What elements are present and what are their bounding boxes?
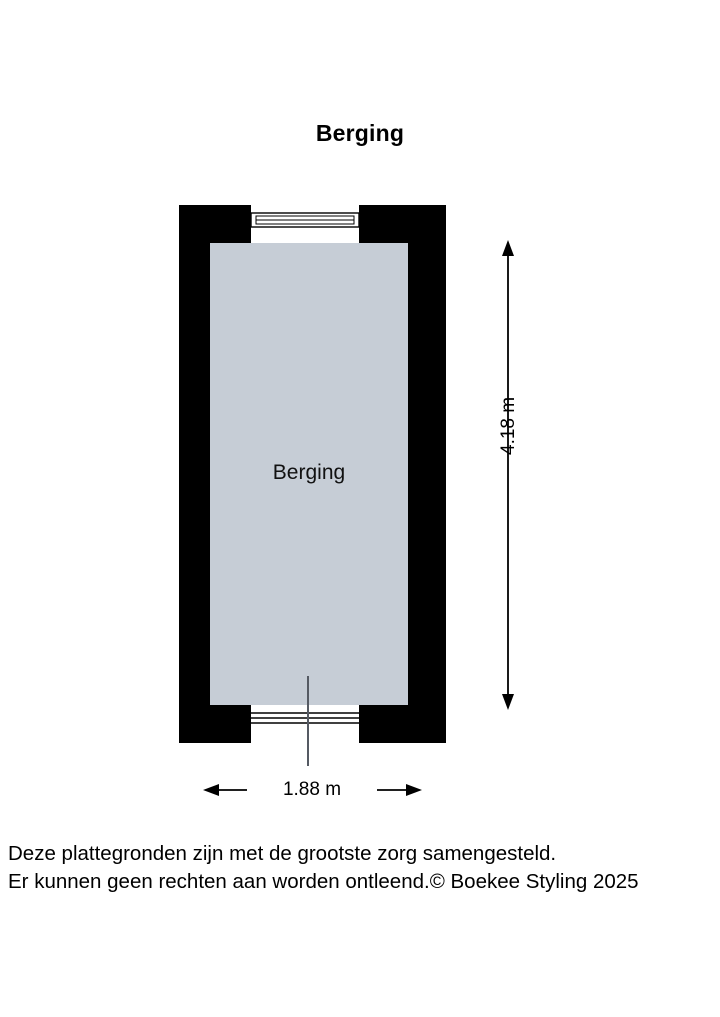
arrow-up-icon — [502, 240, 514, 256]
footer-credit: © Boekee Styling 2025 — [429, 870, 639, 893]
wall-left — [179, 205, 210, 743]
footer-line-2: Er kunnen geen rechten aan worden ontlee… — [8, 868, 714, 896]
room-label-berging: Berging — [272, 461, 346, 484]
arrow-right-icon — [406, 784, 422, 796]
wall-bottom-left — [179, 705, 251, 743]
dimension-vertical — [502, 240, 514, 710]
footer-line-2-text: Er kunnen geen rechten aan worden ontlee… — [8, 870, 430, 893]
top-window — [250, 212, 360, 228]
walls-group — [179, 205, 446, 743]
wall-right — [408, 205, 446, 743]
footer-disclaimer: Deze plattegronden zijn met de grootste … — [8, 840, 714, 896]
room-floor-berging — [210, 243, 408, 705]
wall-bottom-right — [359, 705, 446, 743]
bottom-door — [251, 712, 359, 728]
page-title: Berging — [315, 120, 405, 146]
arrow-left-icon — [203, 784, 219, 796]
footer-line-1: Deze plattegronden zijn met de grootste … — [8, 842, 557, 865]
dimension-label-horizontal: 1.88 m — [247, 778, 377, 802]
dimension-label-vertical: 4.18 m — [498, 396, 519, 455]
arrow-down-icon — [502, 694, 514, 710]
